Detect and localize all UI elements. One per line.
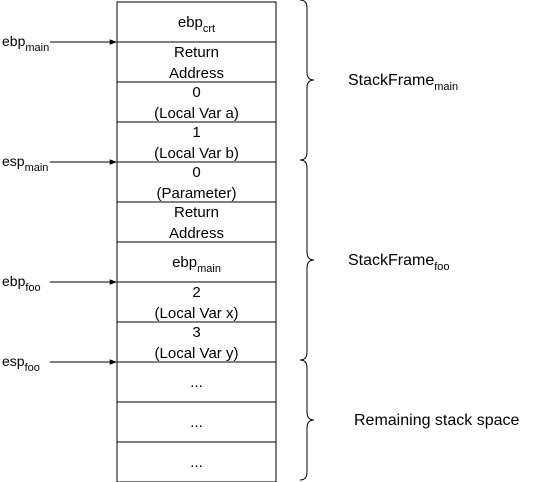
ebp-main-pointer: ebpmain: [2, 33, 117, 54]
stackframe-main-brace: StackFramemain: [299, 0, 458, 161]
esp-foo-label: espfoo: [2, 353, 40, 374]
stack-cell-text: 0: [192, 164, 200, 181]
stackframe-foo-brace: StackFramefoo: [299, 159, 450, 361]
stackframe-main-label: StackFramemain: [348, 72, 458, 93]
curly-brace: [299, 0, 315, 161]
stack-cell-text: 0: [192, 84, 200, 101]
stack-cell: 3 (Local Var y): [116, 321, 277, 363]
esp-main-label: espmain: [2, 153, 48, 174]
esp-foo-pointer: espfoo: [2, 353, 117, 374]
stack-pointers: ebpmain espmain ebpfoo espfoo: [2, 33, 117, 374]
stack-cell-text: Return: [174, 44, 219, 61]
stack-cell: ...: [116, 441, 277, 482]
stack-cell-text: (Local Var b): [154, 145, 239, 162]
stack-cell: 0 (Parameter): [116, 161, 277, 203]
stack-cell-text: Return: [174, 204, 219, 221]
stack-cell: ebpmain: [116, 241, 277, 283]
ebp-main-label: ebpmain: [2, 33, 49, 54]
remaining-stack-space-label: Remaining stack space: [354, 412, 520, 429]
esp-main-pointer: espmain: [2, 153, 117, 174]
stackframe-foo-label: StackFramefoo: [348, 252, 450, 273]
ebp-foo-pointer: ebpfoo: [2, 273, 117, 294]
stack-cell-text: 1: [192, 124, 200, 141]
curly-brace: [299, 159, 315, 361]
stack-cell: ebpcrt: [116, 1, 277, 43]
stack-cell-text: 2: [192, 284, 200, 301]
stack-cell-text: ebpmain: [172, 254, 221, 275]
stack-cell-text: Address: [169, 225, 224, 242]
stack-cell-text: ...: [190, 414, 203, 431]
stack-cell-text: Address: [169, 65, 224, 82]
stack-cell-text: ebpcrt: [178, 14, 215, 35]
stack-cell-text: (Local Var x): [155, 305, 239, 322]
stack-cell: 2 (Local Var x): [116, 281, 277, 323]
stack-cell: ...: [116, 361, 277, 403]
stack-cell-text: (Local Var a): [154, 105, 239, 122]
ebp-foo-label: ebpfoo: [2, 273, 41, 294]
remaining-stack-space-brace: Remaining stack space: [299, 359, 520, 481]
curly-brace: [299, 359, 315, 481]
stack-cell: 0 (Local Var a): [116, 81, 277, 123]
stack-cell-text: (Local Var y): [155, 345, 239, 362]
stack-cell-text: 3: [192, 324, 200, 341]
stack-cell-text: ...: [190, 374, 203, 391]
stack-cell-text: (Parameter): [156, 185, 236, 202]
stack-cell-text: ...: [190, 454, 203, 471]
stack-cell: ...: [116, 401, 277, 443]
stack-cell: 1 (Local Var b): [116, 121, 277, 163]
